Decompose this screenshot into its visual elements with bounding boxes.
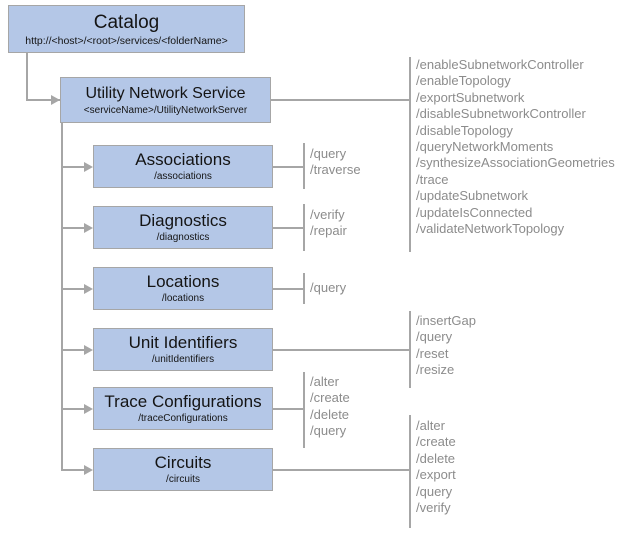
node-unit-identifiers-title: Unit Identifiers: [128, 333, 238, 352]
arrow-catalog-to-service: [51, 95, 60, 105]
operation-item: /queryNetworkMoments: [416, 139, 554, 155]
operation-item: /exportSubnetwork: [416, 89, 525, 105]
operation-item: /enableTopology: [416, 73, 511, 89]
node-diagnostics-title: Diagnostics: [139, 211, 227, 230]
connector-catalog-down: [26, 53, 28, 101]
node-circuits-title: Circuits: [154, 453, 212, 472]
ops-list-locations: /query: [310, 280, 346, 296]
node-associations[interactable]: Associations /associations: [93, 145, 273, 188]
node-associations-title: Associations: [135, 150, 231, 169]
arrow-to-trace-configurations: [84, 404, 93, 414]
node-locations[interactable]: Locations /locations: [93, 267, 273, 310]
arrow-to-diagnostics: [84, 223, 93, 233]
arrow-to-circuits: [84, 465, 93, 475]
node-utility-network-service[interactable]: Utility Network Service <serviceName>/Ut…: [60, 77, 271, 123]
connector-diagnostics-to-ops: [272, 227, 304, 229]
operation-item: /create: [416, 434, 456, 450]
operation-item: /query: [310, 423, 347, 439]
node-circuits-path: /circuits: [166, 474, 200, 485]
ops-list-diagnostics: /verify/repair: [310, 207, 347, 240]
operation-item: /query: [310, 146, 347, 161]
ops-bar-service: [409, 57, 411, 252]
ops-list-circuits: /alter/create/delete/export/query/verify: [416, 418, 456, 516]
ops-list-trace-configurations: /alter/create/delete/query: [310, 374, 350, 440]
node-catalog-title: Catalog: [93, 11, 160, 33]
operation-item: /synthesizeAssociationGeometries: [416, 155, 615, 171]
connector-service-trunk: [61, 123, 63, 471]
node-trace-configurations-title: Trace Configurations: [104, 392, 262, 411]
ops-bar-unit-identifiers: [409, 311, 411, 388]
node-unit-identifiers[interactable]: Unit Identifiers /unitIdentifiers: [93, 328, 273, 371]
operation-item: /updateSubnetwork: [416, 188, 529, 204]
operation-item: /verify: [310, 207, 345, 222]
ops-bar-trace-configurations: [303, 372, 305, 448]
ops-bar-locations: [303, 273, 305, 304]
operation-item: /disableTopology: [416, 122, 513, 138]
node-utility-network-service-title: Utility Network Service: [85, 84, 246, 102]
ops-bar-associations: [303, 143, 305, 189]
operation-item: /delete: [416, 450, 456, 466]
connector-locations-to-ops: [272, 288, 304, 290]
operation-item: /query: [310, 280, 347, 295]
node-catalog[interactable]: Catalog http://<host>/<root>/services/<f…: [8, 5, 245, 53]
node-diagnostics[interactable]: Diagnostics /diagnostics: [93, 206, 273, 249]
connector-branch-circuits: [61, 469, 89, 471]
operation-item: /reset: [416, 345, 449, 361]
operation-item: /repair: [310, 223, 347, 239]
operation-item: /query: [416, 329, 453, 345]
operation-item: /delete: [310, 406, 350, 422]
arrow-to-unit-identifiers: [84, 345, 93, 355]
ops-bar-diagnostics: [303, 204, 305, 251]
node-utility-network-service-path: <serviceName>/UtilityNetworkServer: [83, 104, 248, 116]
operation-item: /alter: [310, 374, 339, 389]
node-trace-configurations-path: /traceConfigurations: [138, 413, 228, 424]
node-circuits[interactable]: Circuits /circuits: [93, 448, 273, 491]
operation-item: /updateIsConnected: [416, 204, 533, 220]
connector-branch-locations: [61, 288, 89, 290]
operation-item: /traverse: [310, 162, 361, 178]
node-trace-configurations[interactable]: Trace Configurations /traceConfiguration…: [93, 387, 273, 430]
operation-item: /resize: [416, 362, 455, 378]
operation-item: /trace: [416, 171, 449, 187]
operation-item: /validateNetworkTopology: [416, 221, 565, 237]
node-unit-identifiers-path: /unitIdentifiers: [151, 354, 215, 365]
connector-catalog-right: [26, 99, 62, 101]
ops-bar-circuits: [409, 415, 411, 528]
operation-item: /disableSubnetworkController: [416, 106, 586, 122]
arrow-to-locations: [84, 284, 93, 294]
ops-list-service: /enableSubnetworkController/enableTopolo…: [416, 57, 615, 237]
operation-item: /alter: [416, 418, 445, 433]
connector-circuits-to-ops: [272, 469, 410, 471]
operation-item: /enableSubnetworkController: [416, 57, 584, 72]
node-diagnostics-path: /diagnostics: [156, 232, 210, 243]
connector-branch-diagnostics: [61, 227, 89, 229]
connector-branch-unit-identifiers: [61, 349, 89, 351]
connector-associations-to-ops: [272, 166, 304, 168]
connector-trace-configurations-to-ops: [272, 408, 304, 410]
operation-item: /create: [310, 390, 350, 406]
connector-branch-trace-configurations: [61, 408, 89, 410]
node-locations-path: /locations: [161, 293, 205, 304]
ops-list-associations: /query/traverse: [310, 146, 361, 179]
node-locations-title: Locations: [146, 272, 220, 291]
node-associations-path: /associations: [154, 171, 212, 182]
node-catalog-path: http://<host>/<root>/services/<folderNam…: [25, 34, 228, 47]
connector-unit-identifiers-to-ops: [272, 349, 410, 351]
arrow-to-associations: [84, 162, 93, 172]
operation-item: /query: [416, 483, 453, 499]
ops-list-unit-identifiers: /insertGap/query/reset/resize: [416, 313, 476, 379]
operation-item: /verify: [416, 500, 451, 516]
operation-item: /export: [416, 467, 456, 483]
connector-service-to-ops: [270, 99, 410, 101]
operation-item: /insertGap: [416, 313, 476, 328]
connector-branch-associations: [61, 166, 89, 168]
